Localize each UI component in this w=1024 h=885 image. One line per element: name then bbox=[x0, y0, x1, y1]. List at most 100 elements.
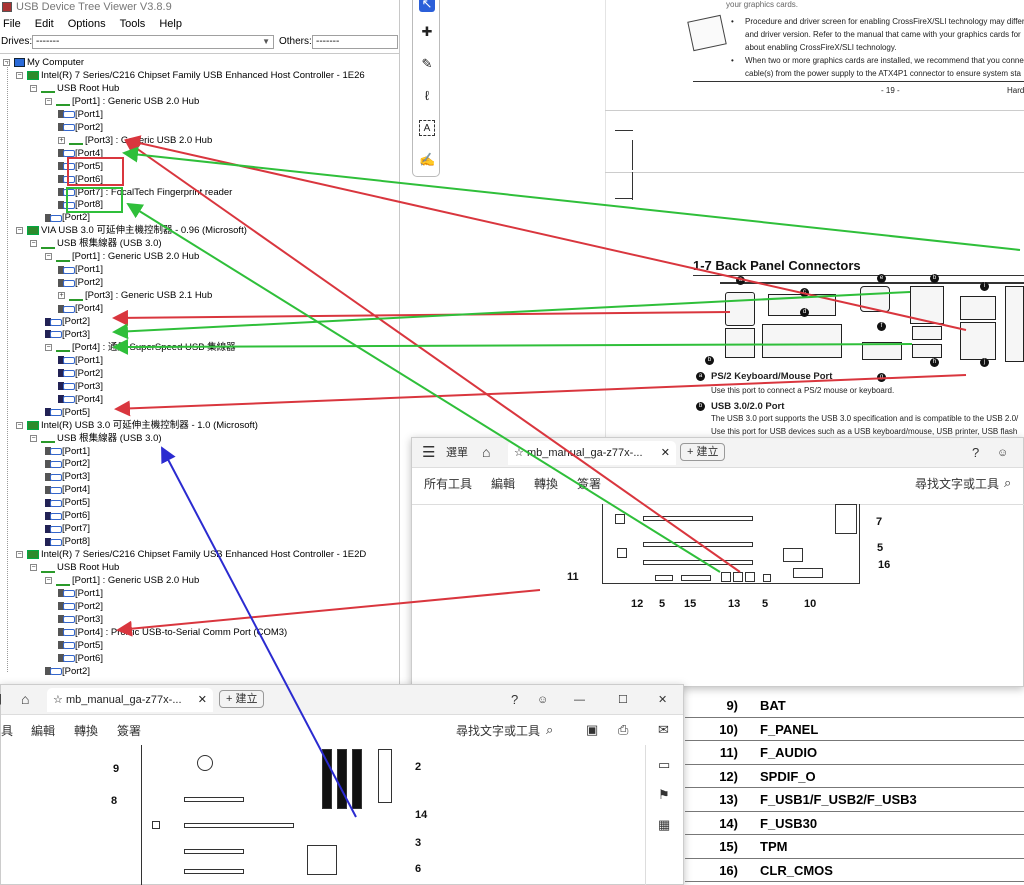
close-tab-icon[interactable]: ✕ bbox=[197, 694, 207, 706]
tree-node[interactable]: −USB 根集線器 (USB 3.0) bbox=[30, 432, 162, 445]
tree-node[interactable]: [Port3] bbox=[58, 613, 103, 626]
tree-expander-icon[interactable]: + bbox=[58, 292, 65, 300]
tree-node[interactable]: −Intel(R) 7 Series/C216 Chipset Family U… bbox=[16, 69, 365, 82]
tree-node[interactable]: [Port8] bbox=[45, 535, 90, 548]
tree-node[interactable]: −[Port1] : Generic USB 2.0 Hub bbox=[45, 574, 199, 587]
tool-all[interactable]: 具 bbox=[1, 724, 14, 738]
tool-convert[interactable]: 轉換 bbox=[534, 477, 559, 491]
tree-node[interactable]: [Port4] : Prolific USB-to-Serial Comm Po… bbox=[58, 626, 287, 639]
home-icon[interactable]: ⌂ bbox=[482, 444, 491, 460]
tree-node[interactable]: [Port6] bbox=[58, 652, 103, 665]
tree-node[interactable]: [Port4] bbox=[45, 483, 90, 496]
star-icon[interactable]: ☆ bbox=[514, 447, 524, 459]
help-icon[interactable]: ? bbox=[972, 445, 980, 460]
account-icon[interactable]: ☺ bbox=[997, 447, 1009, 459]
tree-node[interactable]: −My Computer bbox=[3, 56, 84, 69]
select-cursor-icon[interactable]: ↖ bbox=[419, 0, 435, 12]
tree-node[interactable]: [Port5] bbox=[58, 639, 103, 652]
print-icon[interactable]: ⎙ bbox=[618, 722, 629, 737]
menu-edit[interactable]: Edit bbox=[34, 18, 54, 30]
tree-node[interactable]: [Port6] bbox=[45, 509, 90, 522]
new-tab-button[interactable]: + 建立 bbox=[680, 443, 726, 461]
tree-node[interactable]: [Port2] bbox=[58, 367, 103, 380]
tool-edit[interactable]: 編輯 bbox=[31, 724, 56, 738]
tree-node[interactable]: [Port7] bbox=[45, 522, 90, 535]
others-select[interactable]: ------- bbox=[312, 35, 398, 49]
save-icon[interactable]: ▣ bbox=[586, 722, 599, 737]
tree-node[interactable]: [Port1] bbox=[58, 108, 103, 121]
pdf-tab[interactable]: ☆ mb_manual_ga-z77x-... ✕ bbox=[508, 441, 676, 465]
tree-node[interactable]: [Port2] bbox=[58, 276, 103, 289]
tree-expander-icon[interactable]: − bbox=[16, 227, 23, 235]
tree-expander-icon[interactable]: − bbox=[30, 84, 37, 92]
sign-icon[interactable]: ✍ bbox=[419, 152, 436, 167]
tree-node[interactable]: [Port4] bbox=[58, 393, 103, 406]
text-box-icon[interactable]: A bbox=[419, 120, 435, 136]
close-window-icon[interactable]: ✕ bbox=[658, 694, 668, 706]
tree-node[interactable]: [Port6] bbox=[58, 173, 103, 186]
freehand-draw-icon[interactable]: ℓ bbox=[424, 88, 430, 103]
tree-expander-icon[interactable]: − bbox=[45, 253, 52, 261]
menu-file[interactable]: File bbox=[3, 18, 21, 30]
tool-all[interactable]: 所有工具 bbox=[424, 477, 473, 491]
search-icon[interactable]: ⌕ bbox=[546, 722, 554, 737]
device-tree[interactable]: −My Computer−Intel(R) 7 Series/C216 Chip… bbox=[0, 53, 399, 683]
tree-expander-icon[interactable]: − bbox=[45, 343, 52, 351]
tree-node[interactable]: [Port4] bbox=[58, 302, 103, 315]
maximize-icon[interactable]: ☐ bbox=[618, 694, 628, 706]
bookmark-icon[interactable]: ⚑ bbox=[658, 787, 670, 802]
tree-expander-icon[interactable]: − bbox=[3, 59, 10, 66]
tree-node[interactable]: [Port7] : FocalTech Fingerprint reader bbox=[58, 186, 232, 199]
menu-button-label[interactable]: 選單 bbox=[446, 447, 468, 459]
tree-node[interactable]: [Port3] bbox=[45, 470, 90, 483]
tree-expander-icon[interactable]: − bbox=[45, 97, 52, 105]
tree-node[interactable]: −[Port1] : Generic USB 2.0 Hub bbox=[45, 95, 199, 108]
tree-expander-icon[interactable]: − bbox=[16, 71, 23, 79]
tree-node[interactable]: [Port1] bbox=[58, 587, 103, 600]
tree-node[interactable]: [Port3] bbox=[58, 380, 103, 393]
tool-edit[interactable]: 編輯 bbox=[491, 477, 516, 491]
tree-node[interactable]: [Port5] bbox=[58, 160, 103, 173]
tree-node[interactable]: [Port3] bbox=[45, 328, 90, 341]
hamburger-menu-icon[interactable]: ☰ bbox=[422, 444, 436, 461]
tree-expander-icon[interactable]: − bbox=[16, 421, 23, 429]
tool-convert[interactable]: 轉換 bbox=[74, 724, 99, 738]
add-comment-icon[interactable]: ✚ bbox=[421, 24, 433, 39]
tree-expander-icon[interactable]: − bbox=[30, 564, 37, 572]
mail-icon[interactable]: ✉ bbox=[658, 722, 669, 737]
search-icon[interactable]: ⌕ bbox=[1004, 475, 1012, 490]
tree-node[interactable]: [Port5] bbox=[45, 496, 90, 509]
tree-node[interactable]: −[Port4] : 通用 SuperSpeed USB 集線器 bbox=[45, 341, 236, 354]
menu-options[interactable]: Options bbox=[67, 18, 106, 30]
minimize-icon[interactable]: — bbox=[574, 694, 585, 706]
tree-expander-icon[interactable]: − bbox=[30, 434, 37, 442]
new-tab-button[interactable]: + 建立 bbox=[219, 690, 265, 708]
star-icon[interactable]: ☆ bbox=[53, 694, 63, 706]
tree-node[interactable]: [Port2] bbox=[58, 121, 103, 134]
tree-node[interactable]: −Intel(R) USB 3.0 可延伸主機控制器 - 1.0 (Micros… bbox=[16, 419, 258, 432]
tree-node[interactable]: [Port1] bbox=[58, 354, 103, 367]
tree-node[interactable]: [Port2] bbox=[45, 457, 90, 470]
tree-node[interactable]: [Port5] bbox=[45, 406, 90, 419]
tree-node[interactable]: −USB Root Hub bbox=[30, 561, 119, 574]
tree-node[interactable]: [Port1] bbox=[58, 263, 103, 276]
menu-tools[interactable]: Tools bbox=[119, 18, 146, 30]
tree-node[interactable]: [Port2] bbox=[45, 665, 90, 678]
tree-node[interactable]: [Port4] bbox=[58, 147, 103, 160]
home-icon[interactable]: ⌂ bbox=[21, 691, 30, 707]
menu-help[interactable]: Help bbox=[159, 18, 182, 30]
tree-expander-icon[interactable]: − bbox=[30, 240, 37, 248]
tool-sign[interactable]: 簽署 bbox=[117, 724, 142, 738]
tree-node[interactable]: [Port2] bbox=[45, 315, 90, 328]
tree-node[interactable]: −Intel(R) 7 Series/C216 Chipset Family U… bbox=[16, 548, 366, 561]
tree-node[interactable]: −USB Root Hub bbox=[30, 82, 119, 95]
tree-expander-icon[interactable]: − bbox=[16, 551, 23, 559]
tree-node[interactable]: −[Port1] : Generic USB 2.0 Hub bbox=[45, 250, 199, 263]
search-tools[interactable]: 尋找文字或工具 bbox=[915, 477, 1000, 491]
account-icon[interactable]: ☺ bbox=[537, 694, 549, 706]
tree-expander-icon[interactable]: + bbox=[58, 136, 65, 144]
close-tab-icon[interactable]: ✕ bbox=[660, 447, 670, 459]
tree-node[interactable]: [Port2] bbox=[45, 211, 90, 224]
pdf-tab[interactable]: ☆ mb_manual_ga-z77x-... ✕ bbox=[47, 688, 213, 712]
help-icon[interactable]: ? bbox=[511, 692, 519, 707]
